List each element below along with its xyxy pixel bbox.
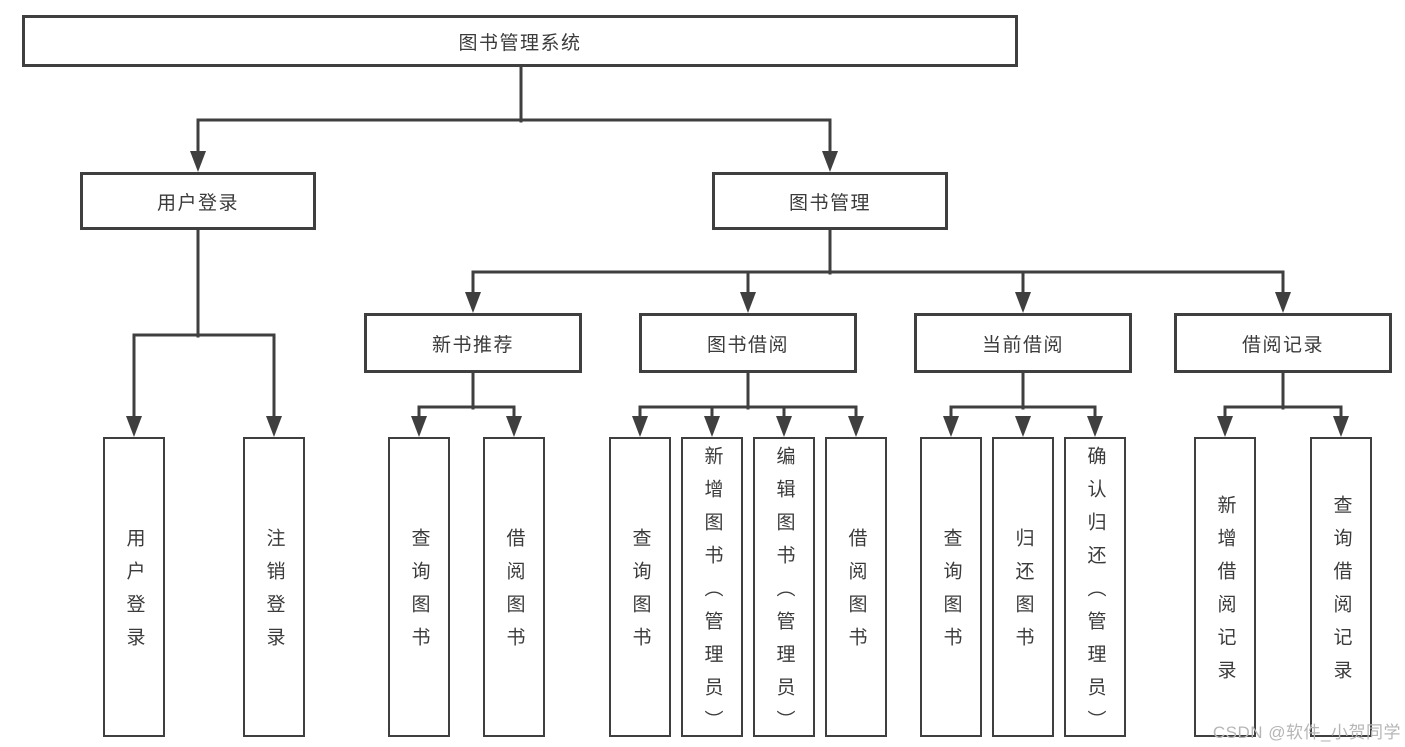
node-borrow-records: 借阅记录 <box>1174 313 1392 373</box>
connector-root-to-level2 <box>190 65 838 172</box>
connector-current-borrow-to-leaves <box>943 371 1103 437</box>
node-user-login: 用户登录 <box>80 172 316 230</box>
node-label: 借阅记录 <box>1241 334 1324 356</box>
leaf-query-books-current: 查询图书 <box>920 437 982 737</box>
connector-borrow-records-to-leaves <box>1217 371 1349 437</box>
node-label: 用户登录 <box>156 192 239 214</box>
csdn-watermark: CSDN @软件_小贺同学 <box>1212 723 1401 742</box>
leaf-logout: 注销登录 <box>243 437 305 737</box>
node-new-book-recommend: 新书推荐 <box>364 313 582 373</box>
node-current-borrow: 当前借阅 <box>914 313 1132 373</box>
leaf-label: 新增借阅记录 <box>1214 495 1236 693</box>
leaf-label: 借阅图书 <box>845 528 867 660</box>
leaf-label: 查询图书 <box>940 528 962 660</box>
leaf-borrow-books-recommend: 借阅图书 <box>483 437 545 737</box>
node-book-management: 图书管理 <box>712 172 948 230</box>
leaf-add-borrow-record: 新增借阅记录 <box>1194 437 1256 737</box>
leaf-confirm-return-admin: 确认归还（管理员） <box>1064 437 1126 743</box>
leaf-edit-books-admin: 编辑图书（管理员） <box>753 437 815 743</box>
leaf-label: 查询图书 <box>408 528 430 660</box>
node-label: 图书管理系统 <box>458 32 582 54</box>
connector-book-management-to-branches <box>465 228 1291 313</box>
leaf-add-books-admin: 新增图书（管理员） <box>681 437 743 743</box>
node-label: 图书管理 <box>788 192 871 214</box>
node-library-management-system: 图书管理系统 <box>22 15 1018 67</box>
leaf-borrow-books: 借阅图书 <box>825 437 887 737</box>
leaf-label: 借阅图书 <box>503 528 525 660</box>
node-label: 当前借阅 <box>981 334 1064 356</box>
node-label: 图书借阅 <box>706 334 789 356</box>
connector-new-book-recommend-to-leaves <box>411 371 522 437</box>
leaf-query-borrow-record: 查询借阅记录 <box>1310 437 1372 737</box>
connector-user-login-to-leaves <box>126 228 282 437</box>
node-book-borrow: 图书借阅 <box>639 313 857 373</box>
leaf-label: 用户登录 <box>123 528 145 660</box>
leaf-query-books-borrow: 查询图书 <box>609 437 671 737</box>
node-label: 新书推荐 <box>431 334 514 356</box>
leaf-label: 注销登录 <box>263 528 285 660</box>
leaf-label: 确认归还（管理员） <box>1084 445 1106 743</box>
leaf-label: 查询借阅记录 <box>1330 495 1352 693</box>
leaf-label: 归还图书 <box>1012 528 1034 660</box>
leaf-user-login: 用户登录 <box>103 437 165 737</box>
leaf-query-books-recommend: 查询图书 <box>388 437 450 737</box>
leaf-label: 编辑图书（管理员） <box>773 445 795 743</box>
leaf-return-books: 归还图书 <box>992 437 1054 737</box>
leaf-label: 新增图书（管理员） <box>701 445 723 743</box>
leaf-label: 查询图书 <box>629 528 651 660</box>
connector-book-borrow-to-leaves <box>632 371 864 437</box>
